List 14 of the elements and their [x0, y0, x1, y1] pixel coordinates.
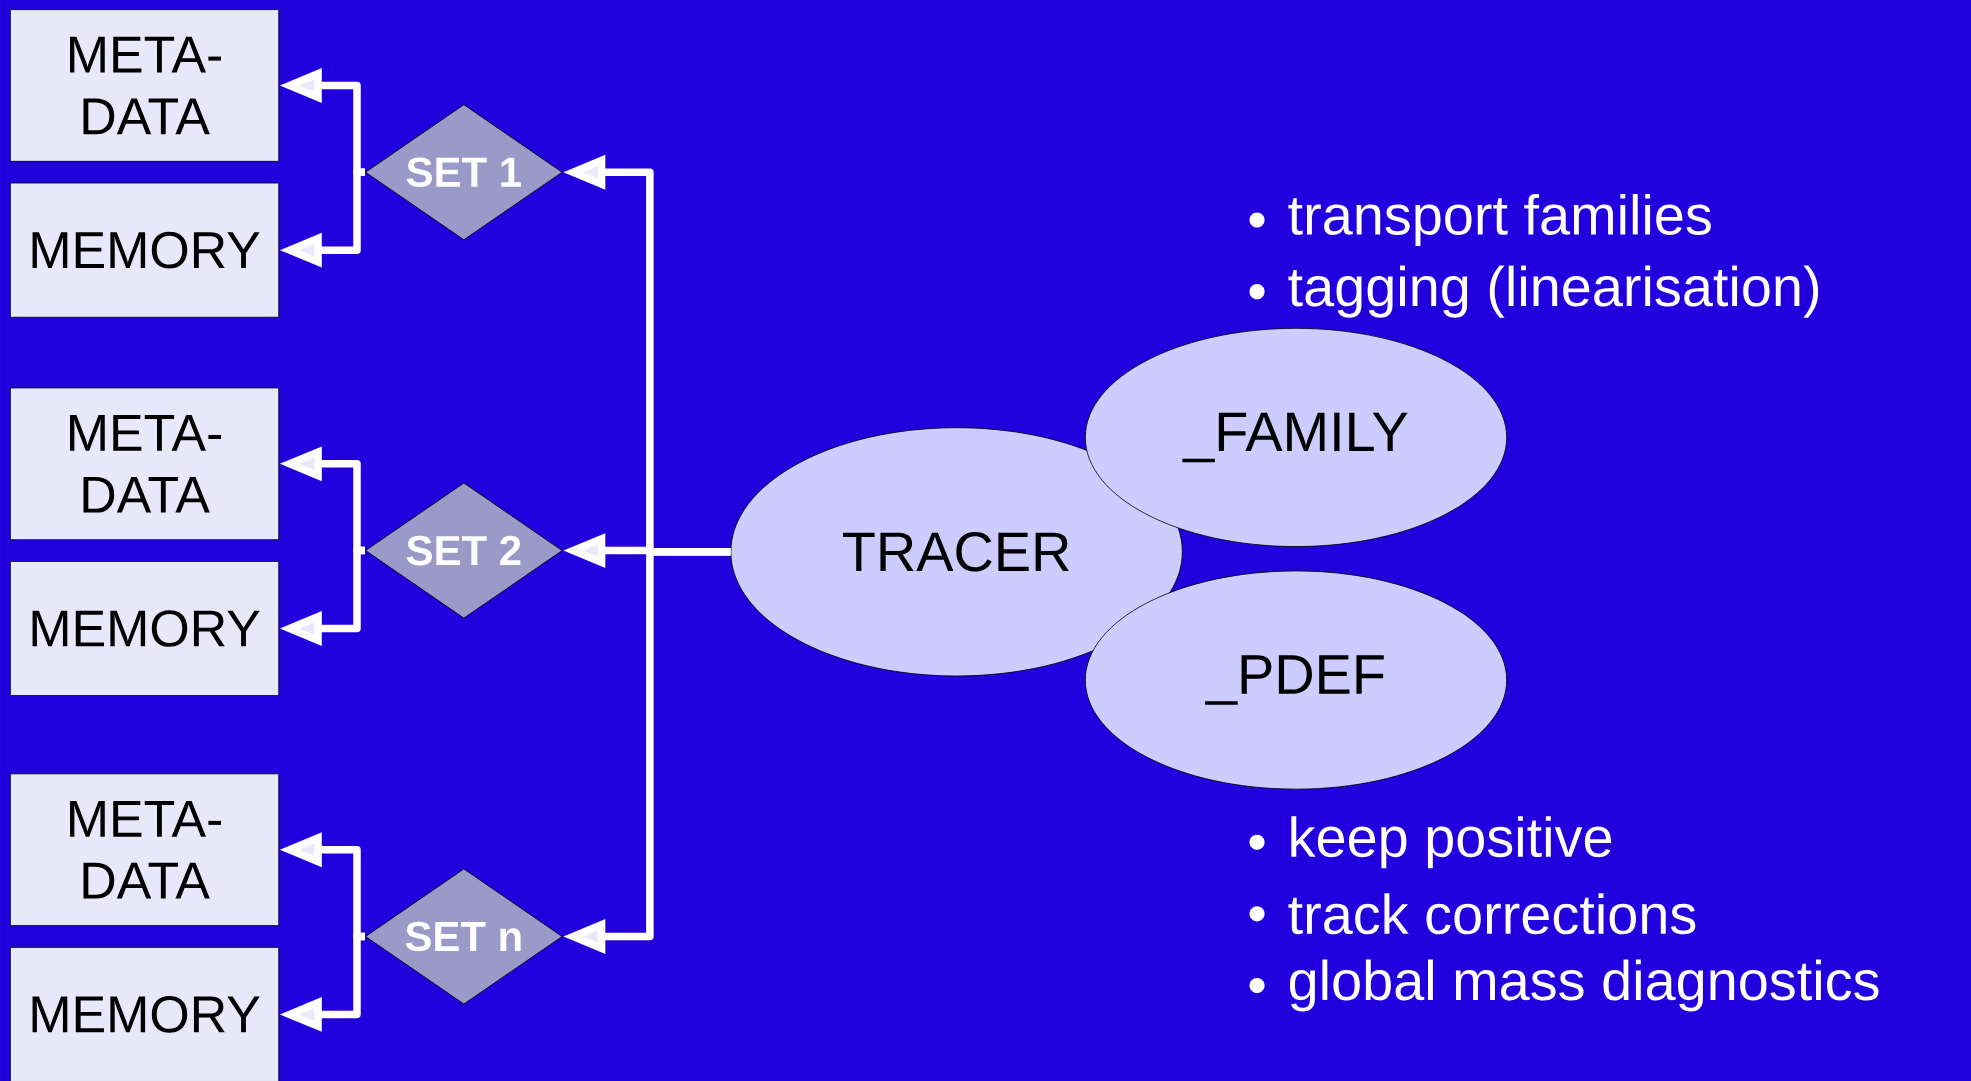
bullet-text: track corrections: [1288, 893, 1696, 935]
text-box: MEMORY: [10, 561, 280, 696]
text-box: META-DATA: [10, 387, 280, 541]
ellipse-node: TRACER: [730, 427, 1183, 677]
bullet-text: transport families: [1288, 193, 1711, 246]
text-box: META-DATA: [10, 773, 280, 926]
ellipse-node: _PDEF: [1084, 570, 1508, 790]
text-box: MEMORY: [10, 946, 280, 1081]
bullet-text: global mass diagnostics: [1289, 959, 1879, 1012]
bullet-text: keep positive: [1291, 816, 1612, 869]
text-box: MEMORY: [10, 182, 280, 318]
text-box: META-DATA: [10, 9, 280, 162]
bullet-text: tagging (linearisation): [1288, 265, 1819, 318]
ellipse-node: _FAMILY: [1084, 327, 1508, 547]
